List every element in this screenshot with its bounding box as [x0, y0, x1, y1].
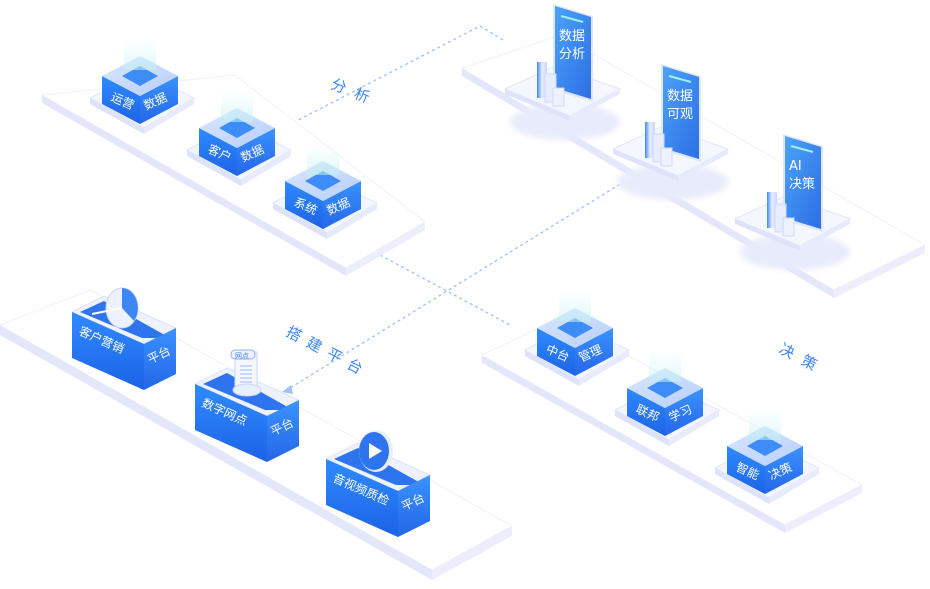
tablet-header-bar — [790, 145, 814, 153]
tablet-label-line2: 分析 — [559, 47, 585, 62]
decision-block-0: 中台管理 — [523, 292, 631, 386]
scroll-tag-label: 网点 — [235, 352, 249, 360]
glow-prism — [749, 410, 781, 440]
cube-right-face — [237, 128, 275, 176]
cube-layer: 运营数据客户数据系统数据中台管理联邦学习智能决策 — [88, 40, 821, 504]
box-side-face — [398, 475, 430, 537]
platform-box-0: 客户营销平台 — [70, 287, 178, 390]
decision-block-2: 智能决策 — [713, 410, 821, 504]
tablet-label-line1: 数据 — [559, 29, 585, 44]
platform-box-2: 音视频质检平台 — [324, 430, 432, 537]
cube-left-face — [627, 388, 665, 436]
cube-inner-square — [305, 171, 341, 191]
scroll-tag — [230, 349, 256, 360]
flow-label-decision: 决策 — [776, 340, 829, 379]
box-layer: 客户营销平台网点数字网点平台音视频质检平台 — [70, 287, 432, 537]
glow-prism — [221, 92, 253, 122]
box-side-face — [267, 400, 299, 462]
connector-analysis-to-sources — [282, 25, 504, 129]
tablet-label-line1: 数据 — [667, 89, 693, 104]
decision-block-1: 联邦学习 — [613, 352, 721, 446]
tablet-header-bar — [668, 75, 692, 83]
cube-left-face — [285, 181, 323, 229]
box-side-face — [144, 328, 176, 390]
analysis-tablet-2: AI 决策 — [733, 134, 852, 270]
data-block-1: 客户数据 — [185, 92, 293, 186]
cube-right-face — [665, 388, 703, 436]
cube-inner-square — [647, 378, 683, 398]
bar-chart-bar — [660, 147, 673, 167]
box-front-face — [195, 384, 267, 462]
box-front-face — [72, 312, 144, 390]
bar-chart-bar — [552, 87, 565, 107]
bar-chart-bar — [767, 192, 777, 228]
tablet-label-line2: 可观 — [667, 107, 693, 122]
cube-right-face — [765, 446, 803, 494]
cube-left-face — [199, 128, 237, 176]
platform-box-1: 网点数字网点平台 — [193, 349, 301, 462]
bar-chart-bar — [537, 62, 547, 98]
glow-prism — [124, 40, 156, 70]
tablet-header-bar — [560, 15, 584, 23]
tablet-screen — [555, 6, 591, 99]
cube-inner-square — [747, 436, 783, 456]
bar-chart-bar — [645, 122, 655, 158]
glow-prism — [307, 145, 339, 175]
connector-lines — [282, 25, 631, 389]
connector-sources-to-decision — [379, 254, 511, 326]
glow-prism — [559, 292, 591, 322]
box-front-face — [326, 459, 398, 537]
glow-prism — [649, 352, 681, 382]
cube-inner-square — [557, 318, 593, 338]
cube-left-face — [537, 328, 575, 376]
tablet-screen — [785, 136, 821, 229]
cube-left-face — [727, 446, 765, 494]
cube-inner-square — [122, 66, 158, 86]
connector-analysis-to-platforms — [289, 177, 631, 389]
cube-right-face — [575, 328, 613, 376]
tablet-screen — [663, 66, 699, 159]
bar-chart-bar — [782, 217, 795, 237]
tablet-label-line2: 决策 — [789, 176, 815, 192]
data-block-2: 系统数据 — [271, 145, 379, 239]
cube-left-face — [102, 76, 140, 124]
cube-inner-square — [219, 118, 255, 138]
arrow-head-icon — [282, 385, 293, 394]
cube-right-face — [323, 181, 361, 229]
cube-right-face — [140, 76, 178, 124]
data-block-0: 运营数据 — [88, 40, 196, 134]
flow-label-build-platform: 搭建平台 — [283, 323, 373, 382]
pie-slice — [122, 288, 138, 321]
tablet-label-line1: AI — [789, 159, 802, 174]
